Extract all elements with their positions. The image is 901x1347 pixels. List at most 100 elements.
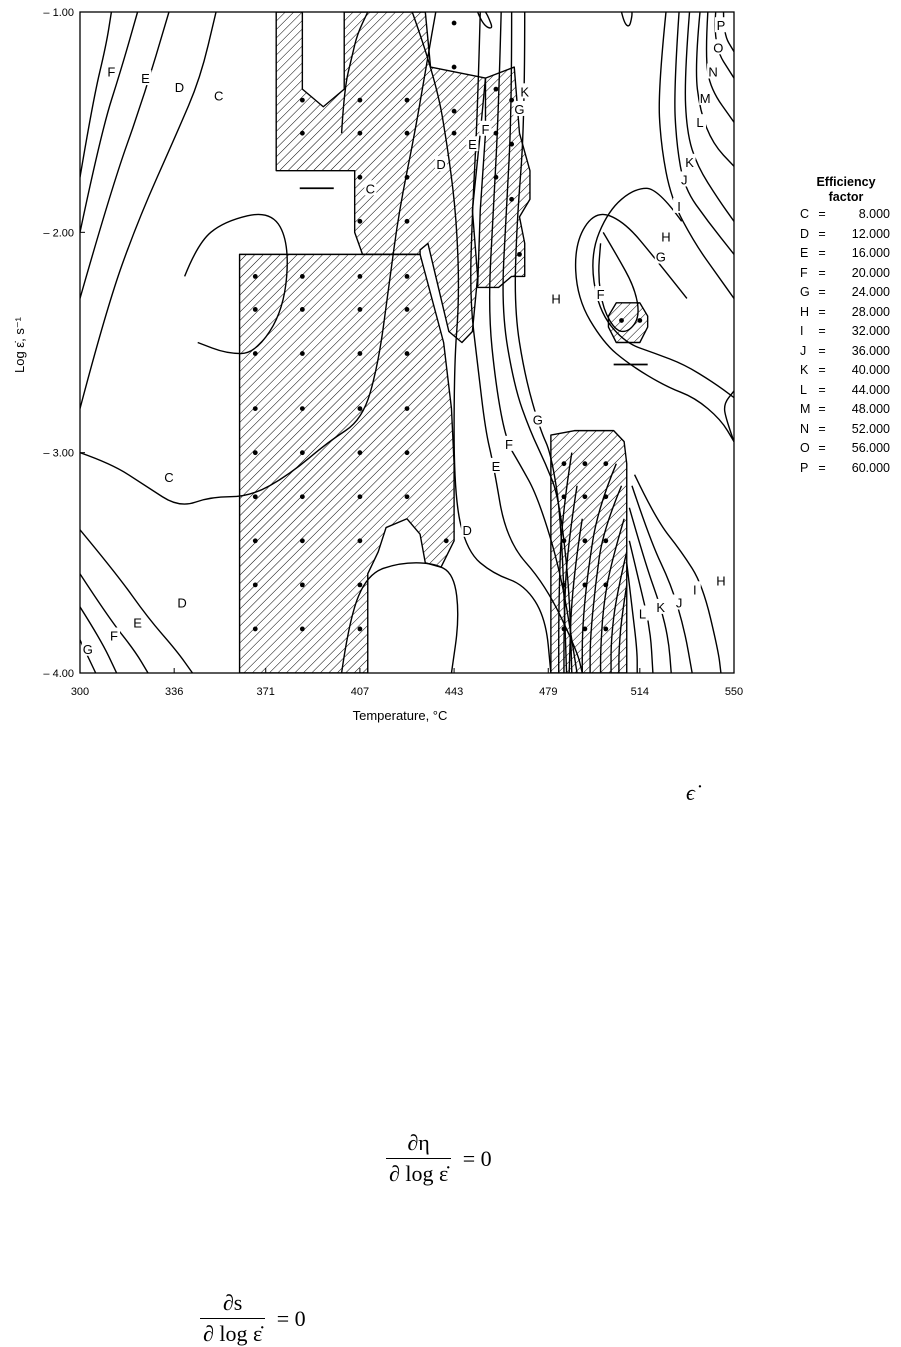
test-point <box>404 130 410 136</box>
test-point <box>299 307 305 312</box>
legend-key: N <box>800 421 810 436</box>
contour-label: O <box>713 40 723 55</box>
contour-label-bg <box>81 640 94 656</box>
legend-value: 32.000 <box>851 324 890 338</box>
legend-entry: L=44.000 <box>800 381 900 401</box>
strain-rate-symbol: ϵ̇ <box>686 780 695 805</box>
test-point <box>357 351 363 356</box>
contour-line-C <box>80 12 437 505</box>
test-point <box>357 130 363 136</box>
contour-label-bg <box>139 70 152 86</box>
eq2-denominator: ∂ log ε̇ <box>200 1318 266 1347</box>
legend-equals: = <box>818 460 826 475</box>
contour-line-K <box>589 485 623 673</box>
eq2-numerator: ∂s <box>222 1290 243 1315</box>
eq1-numerator: ∂η <box>407 1130 430 1155</box>
test-point <box>603 626 609 632</box>
test-point <box>582 538 588 544</box>
legend-value: 40.000 <box>851 363 890 377</box>
test-point <box>561 494 567 500</box>
test-point <box>252 406 258 411</box>
contour-line-O <box>722 12 734 53</box>
test-point <box>451 20 457 26</box>
instability-region-central-large <box>238 253 455 673</box>
x-tick-label: 336 <box>165 686 183 698</box>
test-point <box>357 538 363 544</box>
contour-line-J <box>674 12 734 255</box>
test-point <box>404 218 410 224</box>
contour-label: K <box>520 84 529 99</box>
contour-line-M <box>558 452 573 673</box>
legend-key: D <box>800 226 810 241</box>
test-point <box>299 450 305 456</box>
legend-title: Efficiency factor <box>816 175 876 204</box>
x-axis-title: Temperature, °C <box>353 708 448 723</box>
contour-label: D <box>177 595 186 610</box>
test-point <box>357 582 363 588</box>
x-tick-label: 407 <box>351 686 369 698</box>
legend-key: I <box>800 324 804 338</box>
test-point <box>509 196 515 202</box>
test-point <box>404 406 410 411</box>
contour-label: F <box>110 629 118 644</box>
legend-value: 48.000 <box>851 402 890 416</box>
contour-line-J <box>628 507 672 673</box>
legend-entry: N=52.000 <box>800 420 900 440</box>
contour-line-C <box>620 12 633 27</box>
y-tick-label: – 3.00 <box>43 448 74 460</box>
contour-label-bg <box>678 171 691 187</box>
contour-label: C <box>214 89 223 104</box>
contour-line-O <box>568 518 583 673</box>
contour-label: F <box>107 64 115 79</box>
legend-key: H <box>800 304 810 319</box>
test-point <box>582 461 588 467</box>
legend-key: E <box>800 246 809 260</box>
legend-equals: = <box>818 304 826 319</box>
contour-label-bg <box>688 581 701 597</box>
contour-line-D <box>80 529 194 673</box>
contour-label-bg <box>105 63 118 79</box>
contour-label: P <box>717 18 726 33</box>
test-point <box>619 318 624 323</box>
x-tick-label: 300 <box>71 686 89 698</box>
contour-label: D <box>436 157 445 172</box>
contour-line-H <box>514 12 568 673</box>
legend-equals: = <box>818 421 826 436</box>
contour-label-bg <box>683 153 696 169</box>
contour-label-bg <box>654 598 667 614</box>
contour-label: G <box>514 102 524 117</box>
contour-line-L <box>626 562 638 673</box>
eq1-fraction: ∂η ∂ log ε̇ <box>386 1130 452 1187</box>
contour-label: F <box>597 287 605 302</box>
instability-regions <box>238 12 649 673</box>
contour-label-bg <box>466 136 479 152</box>
test-point <box>252 274 258 279</box>
test-point <box>404 274 410 279</box>
contour-line-H <box>633 474 722 673</box>
contour-label-bg <box>518 83 531 99</box>
test-point <box>404 97 410 103</box>
contour-label-bg <box>550 290 563 306</box>
test-point <box>252 351 258 356</box>
legend-key: G <box>800 285 810 299</box>
contour-label: F <box>505 437 513 452</box>
test-point <box>637 318 643 323</box>
legend-equals: = <box>818 363 826 377</box>
legend-entry: P=60.000 <box>800 459 900 479</box>
test-point <box>299 97 305 103</box>
contour-line-I <box>658 12 734 299</box>
test-point <box>603 582 609 588</box>
y-tick-label: – 1.00 <box>43 7 74 19</box>
y-tick-label: – 4.00 <box>43 668 74 680</box>
contour-label-bg <box>673 197 686 213</box>
legend-value: 36.000 <box>851 343 890 358</box>
test-point <box>517 251 522 257</box>
legend-value: 12.000 <box>851 226 890 241</box>
test-point <box>404 174 410 180</box>
test-point <box>252 307 258 312</box>
test-point <box>252 538 258 544</box>
y-axis-title: Log ε̇, s⁻¹ <box>12 316 27 373</box>
contour-line-C <box>183 213 288 355</box>
legend-value: 44.000 <box>851 382 890 397</box>
